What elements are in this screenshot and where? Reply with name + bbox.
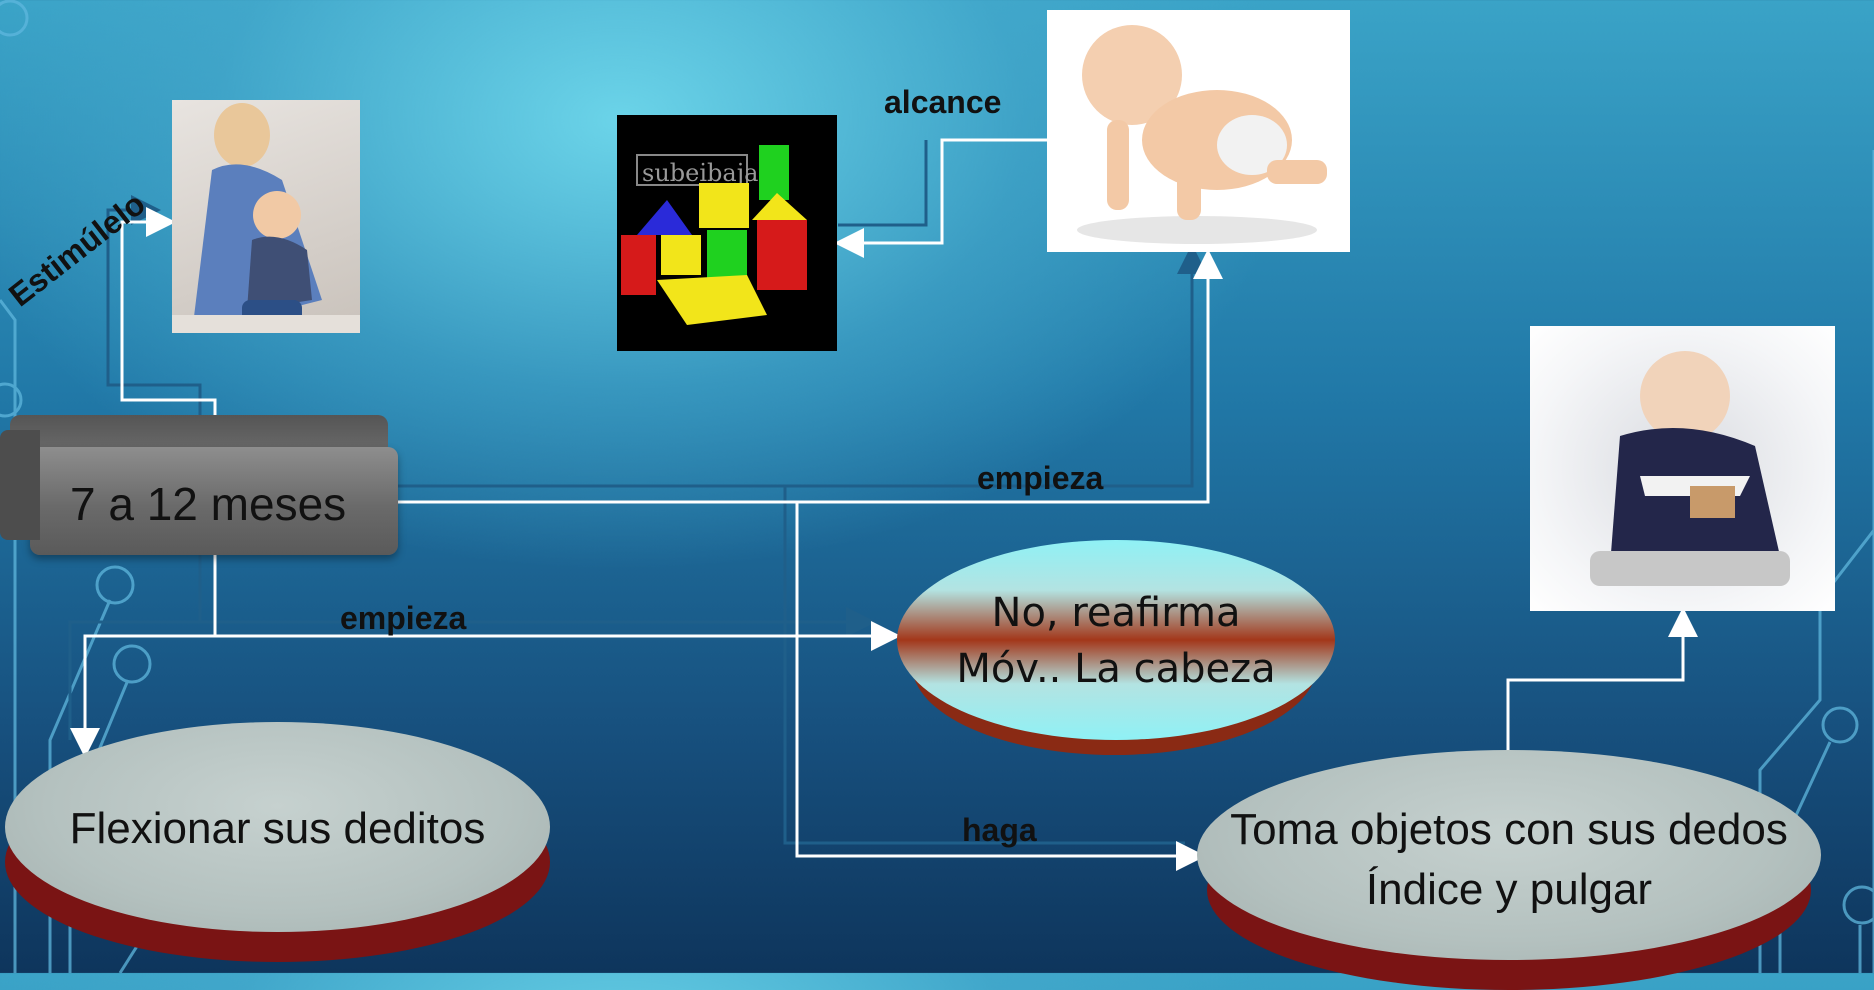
toy-blocks-illustration: subeibaja bbox=[621, 145, 807, 325]
empieza-top-label: empieza bbox=[977, 460, 1104, 496]
circuit-node-icon bbox=[95, 565, 135, 605]
toy-blocks-photo: subeibaja bbox=[617, 115, 837, 351]
reafirma-line2: Móv.. La cabeza bbox=[956, 646, 1276, 692]
flexionar-text: Flexionar sus deditos bbox=[69, 804, 486, 853]
oval-face bbox=[5, 722, 550, 932]
circuit-node-icon bbox=[1842, 885, 1874, 925]
toma-line2: Índice y pulgar bbox=[1365, 865, 1653, 914]
box-side bbox=[0, 430, 40, 540]
empieza-left-label: empieza bbox=[340, 600, 467, 636]
mother-baby-illustration bbox=[172, 103, 360, 333]
playing-baby-illustration bbox=[1590, 351, 1790, 586]
toma-line1: Toma objetos con sus dedos bbox=[1230, 805, 1788, 854]
reafirma-line1: No, reafirma bbox=[991, 590, 1241, 636]
box-face bbox=[30, 447, 398, 555]
circuit-node-icon bbox=[0, 382, 23, 418]
crawling-baby-photo bbox=[1047, 10, 1350, 252]
crawling-baby-illustration bbox=[1077, 25, 1327, 244]
alcance-label: alcance bbox=[884, 84, 1002, 120]
circuit-node-icon bbox=[1821, 706, 1859, 744]
age-range-box: 7 a 12 meses bbox=[0, 415, 398, 555]
oval-face bbox=[897, 540, 1335, 740]
circuit-node-icon bbox=[112, 644, 152, 684]
reafirma-oval: No, reafirma Móv.. La cabeza bbox=[897, 540, 1335, 760]
blocks-caption: subeibaja bbox=[642, 159, 758, 187]
oval-face bbox=[1197, 750, 1821, 960]
playing-baby-photo bbox=[1530, 326, 1835, 611]
flexionar-oval: Flexionar sus deditos bbox=[5, 722, 550, 967]
mother-baby-photo bbox=[172, 100, 360, 333]
haga-label: haga bbox=[962, 812, 1037, 848]
toma-oval: Toma objetos con sus dedos Índice y pulg… bbox=[1197, 750, 1821, 990]
circuit-node-icon bbox=[0, 0, 29, 37]
age-range-text: 7 a 12 meses bbox=[70, 478, 347, 530]
